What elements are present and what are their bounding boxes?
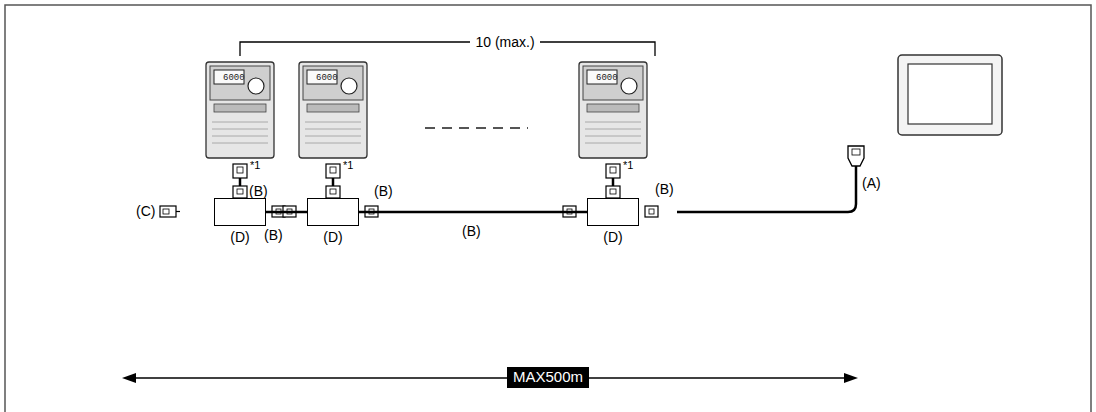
display (587, 70, 617, 84)
inverter-top (303, 66, 363, 100)
vent (212, 129, 268, 130)
dash-line (425, 127, 528, 129)
frame (5, 5, 1091, 412)
dial (248, 78, 264, 94)
plug-latch (237, 167, 243, 173)
part-label: (B) (374, 184, 393, 199)
inverter-top (210, 66, 270, 100)
plug-latch (330, 189, 336, 194)
rj45-plug (233, 186, 247, 198)
cable (266, 211, 307, 214)
inverter-body (579, 62, 647, 158)
vent (305, 122, 361, 123)
vent (305, 136, 361, 137)
plug-latch (330, 167, 336, 173)
part-label: (C) (136, 204, 155, 219)
panel-strip (214, 104, 266, 112)
cable (239, 178, 242, 186)
note-mark: *1 (250, 159, 260, 171)
display-text: 6000 (223, 74, 245, 84)
note-mark: *1 (343, 159, 353, 171)
display-text: 6000 (596, 74, 618, 84)
vent (585, 136, 641, 137)
dial (341, 78, 357, 94)
dimension-label: MAX500m (507, 367, 589, 388)
vent (585, 129, 641, 130)
part-label: (A) (862, 176, 881, 191)
rj45-plug (326, 164, 340, 178)
part-label: (B) (462, 224, 481, 239)
cable (359, 211, 587, 214)
panel-strip (587, 104, 639, 112)
rj45-plug (326, 186, 340, 198)
count-label: 10 (max.) (470, 35, 539, 50)
inverter-body (206, 62, 274, 158)
vent (212, 143, 268, 144)
inverter-body (299, 62, 367, 158)
vent (212, 136, 268, 137)
display-text: 6000 (316, 74, 338, 84)
bracket (240, 42, 655, 56)
cable (677, 166, 856, 212)
part-label: (D) (603, 229, 622, 245)
dimension-arrow (122, 373, 858, 383)
dial (621, 78, 637, 94)
terminator-plug (160, 206, 180, 217)
vent (212, 122, 268, 123)
plug-latch (610, 189, 616, 194)
part-label: (D) (230, 229, 249, 245)
plug-latch (610, 167, 616, 173)
part-label: (B) (249, 184, 268, 199)
panel-strip (307, 104, 359, 112)
part-label: (B) (264, 228, 283, 243)
vent (585, 143, 641, 144)
part-label: (D) (323, 229, 342, 245)
distributor-box: (D) (587, 198, 639, 226)
operation-panel (848, 55, 1002, 166)
display (307, 70, 337, 84)
part-label: (B) (655, 182, 674, 197)
rj45-plug (606, 164, 620, 178)
inverter-group (206, 62, 658, 217)
distributor-box: (D) (214, 198, 266, 226)
cable (612, 178, 615, 186)
vent (305, 143, 361, 144)
distributor-box: (D) (307, 198, 359, 226)
plug-latch (649, 209, 654, 214)
vent (305, 129, 361, 130)
note-mark: *1 (623, 159, 633, 171)
inverter-top (583, 66, 643, 100)
rj45-plug (645, 206, 658, 217)
cable (332, 178, 335, 186)
rj45-plug (606, 186, 620, 198)
rj45-plug (233, 164, 247, 178)
display (214, 70, 244, 84)
plug-latch (237, 189, 243, 194)
vent (585, 122, 641, 123)
